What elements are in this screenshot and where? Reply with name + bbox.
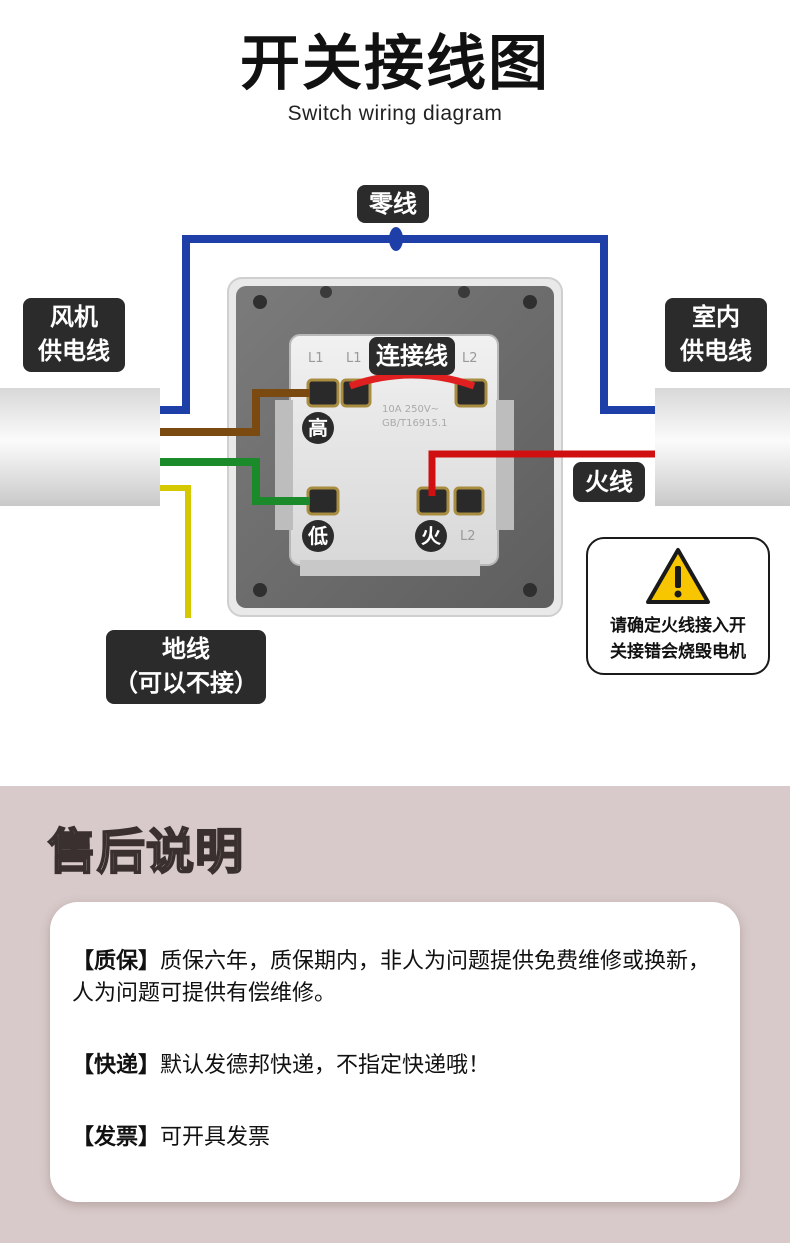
item-shipping-tag: 【快递】	[72, 1053, 161, 1078]
after-sales-card: 【质保】质保六年，质保期内，非人为问题提供免费维修或换新，人为问题可提供有偿维修…	[50, 902, 740, 1202]
screw-hole	[523, 295, 537, 309]
terminal-top-right	[454, 378, 488, 408]
terminal-low	[306, 486, 340, 516]
page-title: 开关接线图	[240, 29, 550, 99]
screw-hole	[253, 583, 267, 597]
label-ground: 地线 （可以不接）	[106, 630, 266, 704]
item-invoice-text: 可开具发票	[160, 1125, 271, 1150]
badge-low: 低	[302, 520, 334, 552]
low-wire	[160, 458, 310, 505]
badge-fire: 火	[415, 520, 447, 552]
item-warranty-text: 质保六年，质保期内，非人为问题提供免费维修或换新，人为问题可提供有偿维修。	[72, 949, 711, 1006]
item-shipping-text: 默认发德邦快递，不指定快递哦！	[160, 1053, 491, 1078]
warning-box: 请确定火线接入开 关接错会烧毁电机	[586, 537, 770, 675]
screw-hole	[523, 583, 537, 597]
right-conduit	[655, 388, 790, 506]
label-live: 火线	[573, 462, 645, 502]
item-warranty-tag: 【质保】	[72, 949, 161, 974]
screw-hole	[320, 286, 332, 298]
badge-high: 高	[302, 412, 334, 444]
label-jumper: 连接线	[369, 337, 455, 375]
live-wire	[428, 450, 655, 496]
mark-l1b: L1	[346, 351, 362, 366]
warning-triangle-icon	[646, 548, 710, 604]
terminal-high	[306, 378, 340, 408]
mark-code: GB/T16915.1	[382, 418, 447, 429]
item-invoice: 【发票】可开具发票	[72, 1122, 732, 1154]
page-subtitle: Switch wiring diagram	[287, 102, 503, 125]
warning-text: 请确定火线接入开 关接错会烧毁电机	[610, 616, 746, 662]
item-warranty: 【质保】质保六年，质保期内，非人为问题提供免费维修或换新，人为问题可提供有偿维修…	[72, 946, 732, 1010]
module-foot	[300, 560, 480, 576]
item-shipping: 【快递】默认发德邦快递，不指定快递哦！	[72, 1050, 732, 1082]
left-conduit	[0, 388, 160, 506]
module-side	[496, 400, 514, 530]
module-side	[275, 400, 293, 530]
neutral-splice	[389, 227, 403, 251]
label-fan-supply: 风机 供电线	[23, 298, 125, 372]
terminal-top-mid	[340, 378, 372, 408]
mark-l1: L1	[308, 351, 324, 366]
label-indoor-supply: 室内 供电线	[665, 298, 767, 372]
jumper-wire	[348, 371, 476, 390]
mark-l2: L2	[462, 351, 478, 366]
after-sales-title: 售后说明	[47, 823, 245, 881]
item-invoice-tag: 【发票】	[72, 1125, 161, 1150]
label-neutral: 零线	[357, 185, 429, 223]
terminal-bottom-right	[453, 486, 485, 516]
screw-hole	[253, 295, 267, 309]
mark-l2b: L2	[460, 529, 476, 544]
high-wire	[160, 389, 310, 436]
mark-rating: 10A 250V~	[382, 404, 439, 415]
ground-wire	[160, 485, 191, 618]
screw-hole	[458, 286, 470, 298]
